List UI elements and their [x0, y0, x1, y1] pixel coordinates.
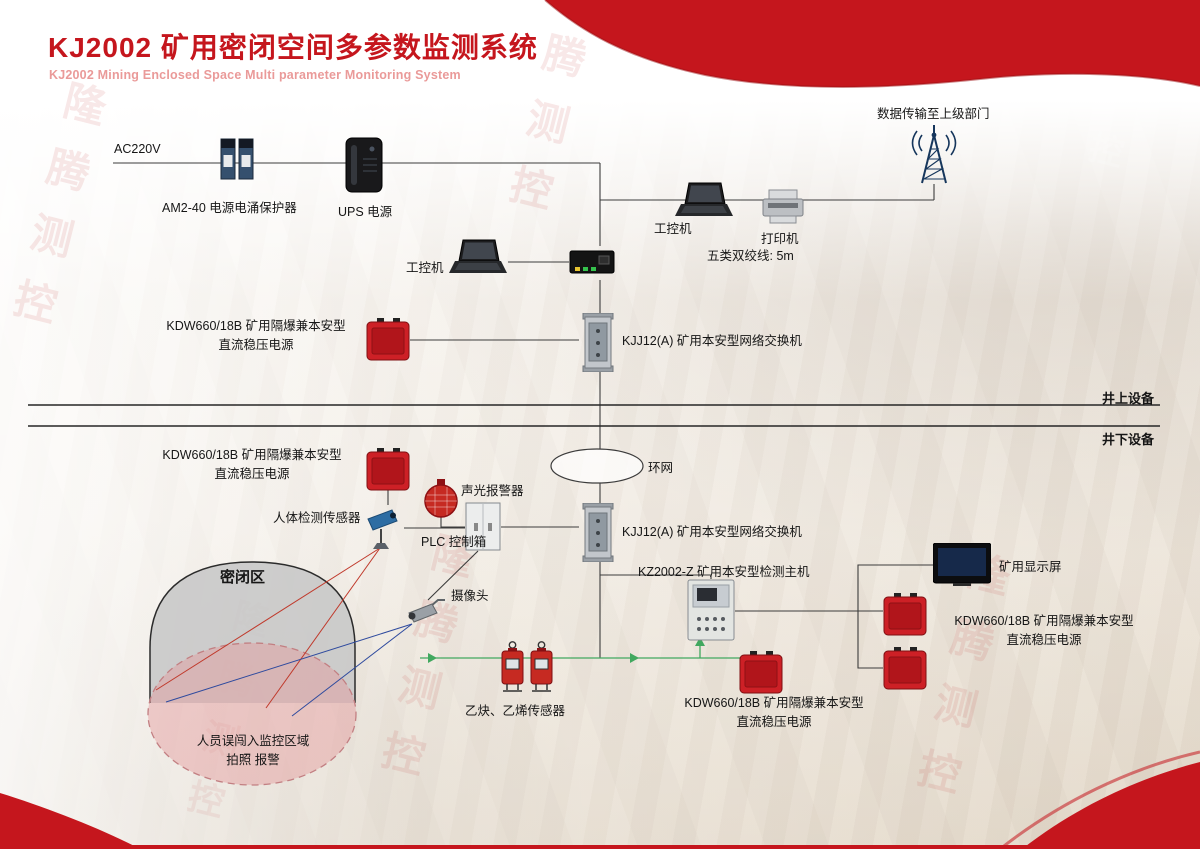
kdw-power-icon — [883, 647, 927, 690]
human-sensor-detection-lines — [155, 547, 381, 709]
sensor-bus-arrows — [428, 637, 705, 663]
surge-protector-icon — [220, 138, 254, 180]
surface-underground-divider — [28, 404, 1160, 427]
industrial-pc-top-device — [675, 182, 733, 227]
display-screen-device — [932, 542, 992, 592]
printer-device — [762, 189, 804, 232]
kdw-power-icon — [883, 593, 927, 636]
label-kdw-bottom-line2: 直流稳压电源 — [736, 714, 812, 729]
label-gas-sensor: 乙炔、乙烯传感器 — [465, 704, 566, 718]
page-subtitle: KJ2002 Mining Enclosed Space Multi param… — [49, 68, 461, 82]
label-intrusion-line1: 人员误闯入监控区域 — [196, 734, 310, 748]
label-camera: 摄像头 — [451, 589, 489, 603]
label-kdw-top: KDW660/18B 矿用隔爆兼本安型 直流稳压电源 — [150, 317, 362, 355]
laptop-icon — [675, 182, 733, 216]
kdw-power-mid-device — [366, 448, 410, 497]
detection-host-device — [687, 579, 735, 646]
label-ups: UPS 电源 — [338, 205, 393, 219]
network-switch-icon — [582, 502, 614, 563]
label-underground-equipment: 井下设备 — [1102, 432, 1155, 447]
network-switch-icon — [582, 312, 614, 373]
ups-device — [344, 136, 384, 199]
network-switch-top-device — [579, 312, 617, 377]
label-switch-top: KJJ12(A) 矿用本安型网络交换机 — [622, 334, 802, 348]
media-converter-icon — [569, 250, 615, 274]
detection-host-icon — [687, 579, 735, 641]
label-uplink: 数据传输至上级部门 — [877, 107, 990, 121]
display-screen-icon — [932, 542, 992, 586]
label-kdw-bottom: KDW660/18B 矿用隔爆兼本安型 直流稳压电源 — [666, 694, 882, 732]
label-plc: PLC 控制箱 — [421, 535, 487, 549]
human-sensor-icon — [367, 509, 398, 549]
label-surface-equipment: 井上设备 — [1102, 391, 1155, 406]
enclosed-zone-dome — [149, 561, 356, 703]
label-human-sensor: 人体检测传感器 — [273, 511, 361, 525]
label-ipc-top: 工控机 — [654, 222, 692, 236]
intrusion-zone-ellipse — [147, 642, 357, 786]
label-surge-protector: AM2-40 电源电涌保护器 — [162, 201, 297, 215]
industrial-pc-left-device — [449, 239, 507, 284]
plc-box-device — [465, 502, 501, 556]
surge-protector-device — [220, 137, 254, 186]
kdw-power-right1-device — [883, 593, 927, 642]
label-kdw-mid: KDW660/18B 矿用隔爆兼本安型 直流稳压电源 — [146, 446, 358, 484]
sound-light-alarm-icon — [424, 479, 458, 518]
label-kdw-right-line1: KDW660/18B 矿用隔爆兼本安型 — [954, 614, 1134, 628]
label-printer: 打印机 — [761, 232, 799, 246]
label-display-screen: 矿用显示屏 — [999, 560, 1062, 574]
human-sensor-device — [360, 505, 404, 558]
label-kdw-mid-line1: KDW660/18B 矿用隔爆兼本安型 — [162, 448, 342, 462]
label-ipc-left: 工控机 — [406, 261, 444, 275]
label-kdw-bottom-line1: KDW660/18B 矿用隔爆兼本安型 — [684, 696, 864, 710]
camera-view-lines — [165, 623, 413, 717]
label-intrusion-line2: 拍照 报警 — [226, 752, 280, 767]
kdw-power-icon — [366, 318, 410, 361]
label-kdw-mid-line2: 直流稳压电源 — [214, 466, 290, 481]
label-ring-network: 环网 — [648, 461, 674, 475]
camera-icon — [408, 599, 445, 623]
gas-sensor-icon — [501, 641, 524, 692]
kdw-power-icon — [366, 448, 410, 491]
label-kdw-right-line2: 直流稳压电源 — [1006, 632, 1082, 647]
label-kdw-right: KDW660/18B 矿用隔爆兼本安型 直流稳压电源 — [936, 612, 1152, 650]
ring-network-ellipse — [550, 448, 644, 484]
label-detection-host: KZ2002-Z 矿用本安型检测主机 — [638, 565, 810, 579]
kdw-power-bottom-device — [739, 651, 783, 700]
kdw-power-top-device — [366, 318, 410, 367]
label-intrusion-note: 人员误闯入监控区域 拍照 报警 — [170, 732, 336, 770]
printer-icon — [762, 189, 804, 224]
gas-sensor-icon — [530, 641, 553, 692]
camera-device — [405, 598, 447, 635]
plc-box-icon — [465, 502, 501, 551]
gas-sensor-2-device — [528, 640, 555, 699]
alarm-device — [423, 479, 459, 524]
laptop-icon — [449, 239, 507, 273]
label-kdw-top-line2: 直流稳压电源 — [218, 337, 294, 352]
gas-sensor-1-device — [499, 640, 526, 699]
label-switch-bottom: KJJ12(A) 矿用本安型网络交换机 — [622, 525, 802, 539]
media-converter-device — [569, 245, 615, 284]
label-kdw-top-line1: KDW660/18B 矿用隔爆兼本安型 — [166, 319, 346, 333]
label-alarm: 声光报警器 — [461, 484, 524, 498]
network-switch-bottom-device — [579, 502, 617, 567]
label-enclosed-zone: 密闭区 — [220, 569, 266, 586]
page-title: KJ2002 矿用密闭空间多参数监测系统 — [48, 32, 538, 63]
antenna-icon — [905, 121, 963, 190]
ups-icon — [345, 137, 383, 193]
kdw-power-right2-device — [883, 647, 927, 696]
label-ac220v: AC220V — [114, 142, 161, 156]
kdw-power-icon — [739, 651, 783, 694]
label-cat5: 五类双绞线: 5m — [707, 249, 794, 263]
